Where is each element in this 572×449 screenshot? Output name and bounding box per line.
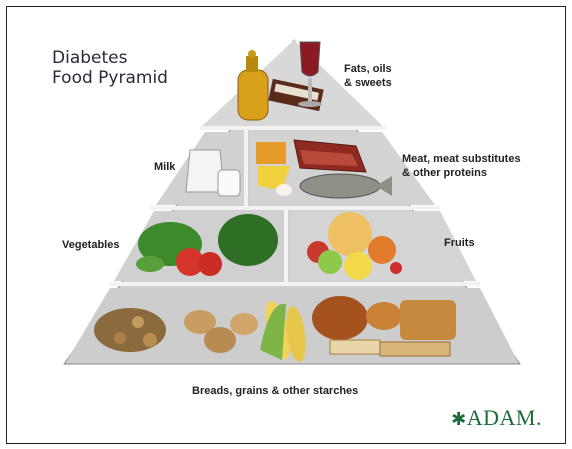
- label-vegetables: Vegetables: [62, 238, 119, 252]
- adam-logo-text: ADAM.: [467, 405, 542, 430]
- label-meat-line-1: Meat, meat substitutes: [402, 152, 521, 166]
- label-fruits: Fruits: [444, 236, 475, 250]
- adam-logo: ✱ADAM.: [451, 405, 542, 431]
- label-meat-line-2: & other proteins: [402, 166, 521, 180]
- adam-logo-icon: ✱: [451, 409, 467, 430]
- title-line-1: Diabetes: [52, 48, 168, 68]
- bread-icon: [312, 296, 456, 356]
- oil-bottle-icon: [238, 50, 268, 120]
- title-line-2: Food Pyramid: [52, 68, 168, 88]
- label-breads: Breads, grains & other starches: [192, 384, 358, 398]
- label-fats-line-1: Fats, oils: [344, 62, 392, 76]
- cereal-icon: [94, 308, 166, 352]
- pyramid-title: Diabetes Food Pyramid: [52, 48, 168, 88]
- label-fats-line-2: & sweets: [344, 76, 392, 90]
- label-milk: Milk: [154, 160, 175, 174]
- label-meat: Meat, meat substitutes & other proteins: [402, 152, 521, 180]
- label-fats: Fats, oils & sweets: [344, 62, 392, 90]
